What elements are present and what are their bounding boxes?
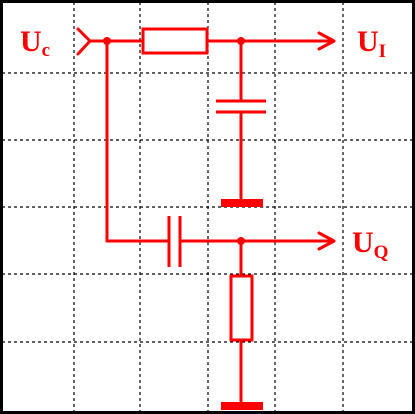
- output-i-label: UI: [357, 25, 386, 62]
- ground-symbol-top: [221, 199, 263, 207]
- input-label: Uc: [20, 25, 50, 61]
- input-label-main: U: [20, 25, 42, 58]
- junction-dot-input: [103, 37, 111, 45]
- shunt-capacitor-branch: [216, 39, 266, 207]
- output-q-label-main: U: [352, 226, 374, 259]
- output-i-label-main: U: [357, 25, 379, 58]
- shunt-resistor: [229, 274, 254, 342]
- input-terminal: [76, 27, 92, 56]
- series-capacitor: [167, 216, 182, 267]
- output-q-label-sub: Q: [374, 242, 389, 263]
- output-q-label: UQ: [352, 226, 388, 263]
- shunt-resistor-branch: [221, 239, 263, 410]
- wiring: [76, 27, 334, 243]
- series-resistor: [141, 27, 209, 55]
- output-i-label-sub: I: [379, 41, 386, 62]
- input-label-sub: c: [42, 40, 50, 61]
- ground-symbol-bottom: [221, 402, 263, 410]
- output-q-arrowhead: [317, 231, 336, 251]
- output-i-arrowhead: [317, 31, 336, 51]
